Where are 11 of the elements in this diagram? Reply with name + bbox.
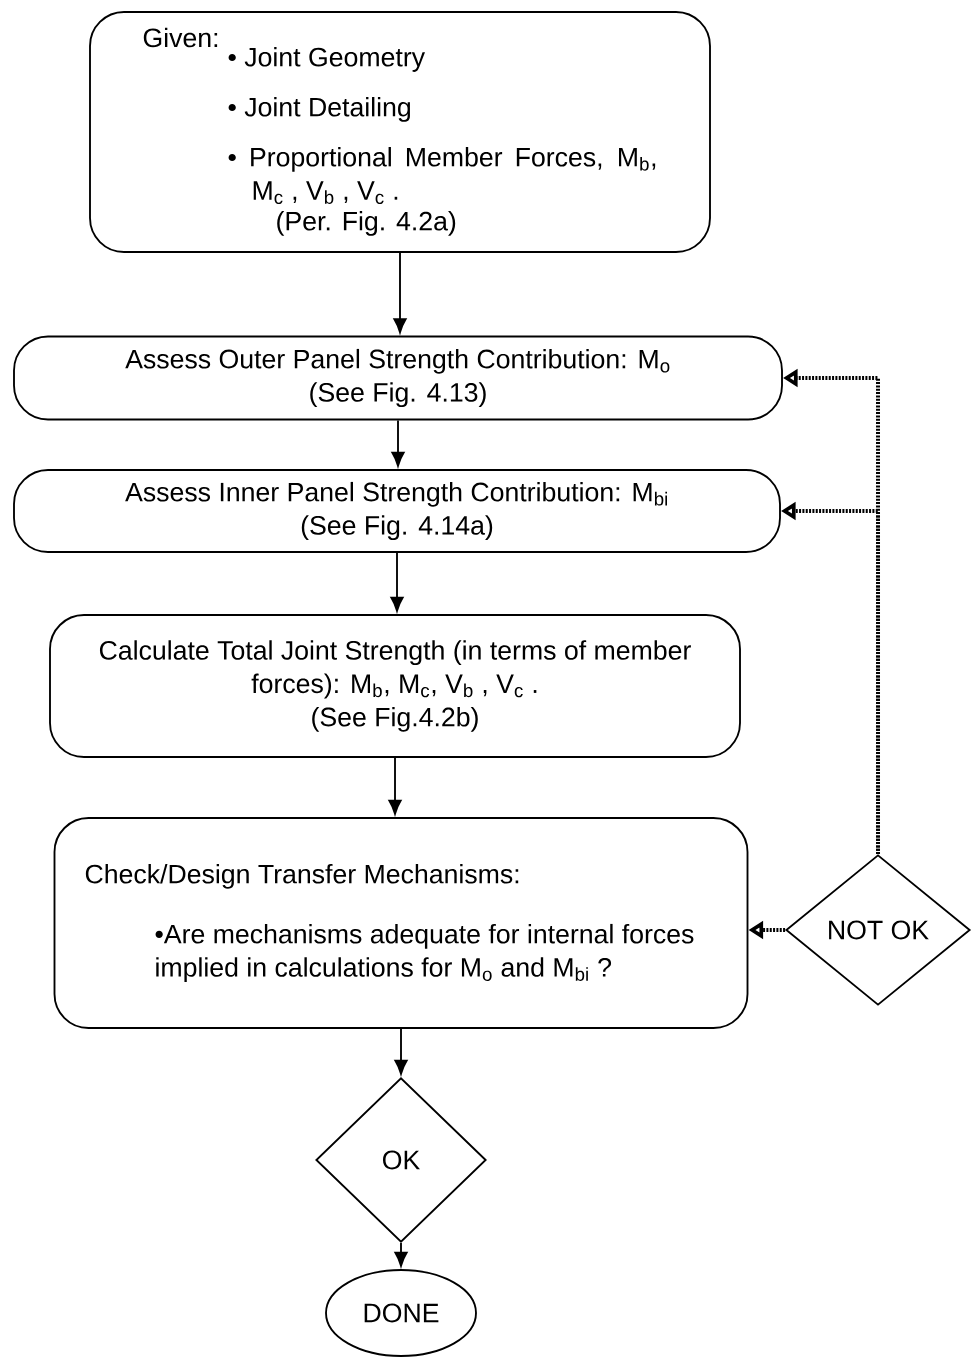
process-box: Assess Inner Panel Strength Contribution: M$_{bi}$ (See Fig. 4.14a)	[13, 469, 781, 553]
process-box: Calculate Total Joint Strength (in terms of member forces): M$_{b}$, M$_{c}$, V$_{b}$ , V$_{c}$ . (See Fig.4.2b)	[49, 614, 741, 758]
process-box: Assess Outer Panel Strength Contribution: M$_{o}$ (See Fig. 4.13)	[13, 335, 783, 421]
arrow	[393, 252, 407, 334]
arrow	[388, 757, 402, 815]
arrow	[390, 552, 404, 612]
process-box: Given: • Joint Geometry • Joint Detailing • Proportional Member Forces, M$_{b}$, M$_{c}$ , V$_{b}$ , V$_{c}$ . (Per. Fig. 4.2a)	[89, 11, 711, 253]
process-box: Check/Design Transfer Mechanisms: •Are mechanisms adequate for internal forces implied in calculations for M$_{o}$ and M$_{bi}$ ?	[53, 817, 749, 1029]
arrow	[394, 1028, 408, 1075]
arrow	[394, 1242, 408, 1267]
arrow	[391, 419, 405, 467]
